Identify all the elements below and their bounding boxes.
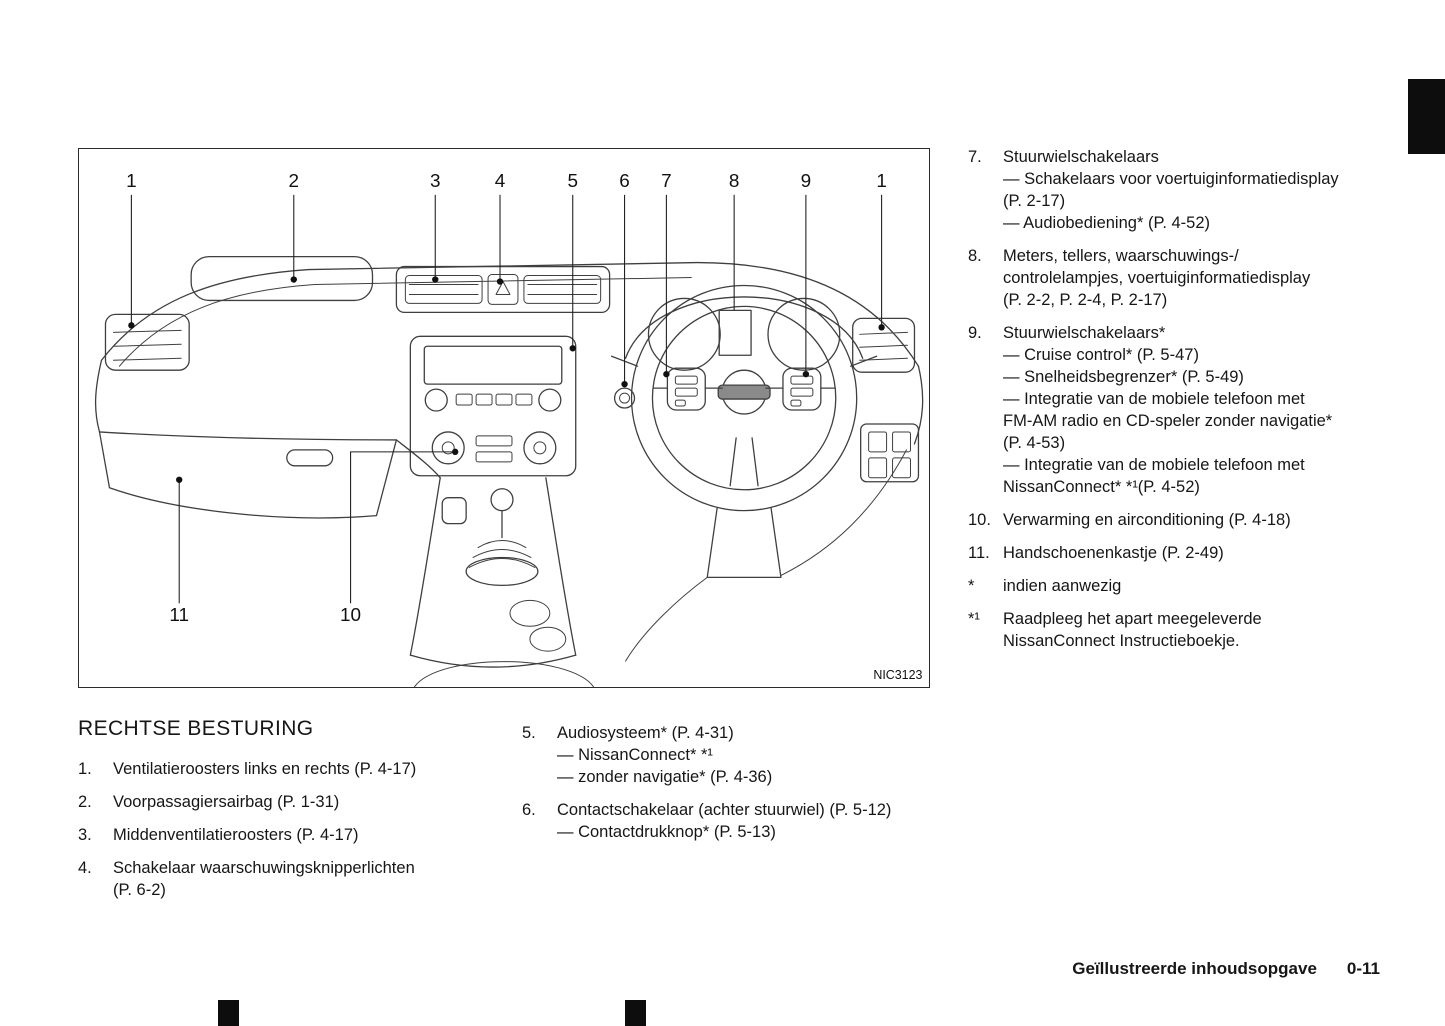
item-line: — Audiobediening* (P. 4-52) bbox=[1003, 214, 1211, 232]
item-text: Meters, tellers, waarschuwings-/ control… bbox=[1003, 245, 1392, 311]
figure-code: NIC3123 bbox=[873, 668, 922, 682]
item-line: Meters, tellers, waarschuwings-/ bbox=[1003, 247, 1239, 265]
section-title: RECHTSE BESTURING bbox=[78, 717, 314, 740]
item-number: 5. bbox=[522, 724, 536, 742]
page-footer: Geïllustreerde inhoudsopgave 0-11 bbox=[1072, 959, 1380, 979]
figure-callout-8: 8 bbox=[729, 171, 740, 192]
item-line: (P. 2-17) bbox=[1003, 192, 1066, 210]
middle-item-list: 5. Audiosysteem* (P. 4-31) — NissanConne… bbox=[522, 722, 952, 854]
item-line: (P. 4-53) bbox=[1003, 434, 1066, 452]
item-number: 4. bbox=[78, 859, 92, 877]
list-item: 2. Voorpassagiersairbag (P. 1-31) bbox=[78, 791, 514, 813]
item-number: 1. bbox=[78, 760, 92, 778]
item-line: NissanConnect* *¹(P. 4-52) bbox=[1003, 478, 1200, 496]
item-line: Audiosysteem* (P. 4-31) bbox=[557, 724, 734, 742]
footer-label: Geïllustreerde inhoudsopgave bbox=[1072, 959, 1317, 978]
list-item: 8. Meters, tellers, waarschuwings-/ cont… bbox=[968, 245, 1392, 311]
item-number: 3. bbox=[78, 826, 92, 844]
item-text: Audiosysteem* (P. 4-31) — NissanConnect*… bbox=[557, 722, 952, 788]
item-text: Contactschakelaar (achter stuurwiel) (P.… bbox=[557, 799, 952, 843]
list-item: 5. Audiosysteem* (P. 4-31) — NissanConne… bbox=[522, 722, 952, 788]
figure-callout-2: 2 bbox=[289, 171, 300, 192]
item-text: Handschoenenkastje (P. 2-49) bbox=[1003, 542, 1392, 564]
item-number: 8. bbox=[968, 247, 982, 265]
figure-callout-1-left: 1 bbox=[126, 171, 137, 192]
item-line: indien aanwezig bbox=[1003, 577, 1122, 595]
item-text: Stuurwielschakelaars — Schakelaars voor … bbox=[1003, 146, 1392, 234]
item-number: 2. bbox=[78, 793, 92, 811]
item-number: 9. bbox=[968, 324, 982, 342]
item-line: Ventilatieroosters links en rechts (P. 4… bbox=[113, 760, 417, 778]
figure-callout-9: 9 bbox=[801, 171, 812, 192]
list-item: * indien aanwezig bbox=[968, 575, 1392, 597]
item-line: Contactschakelaar (achter stuurwiel) (P.… bbox=[557, 801, 892, 819]
item-line: (P. 6-2) bbox=[113, 881, 166, 899]
dashboard-illustration: 1 2 3 4 5 6 7 8 9 1 11 10 NIC3123 bbox=[94, 171, 924, 687]
list-item: 1. Ventilatieroosters links en rechts (P… bbox=[78, 758, 514, 780]
item-text: Middenventilatieroosters (P. 4-17) bbox=[113, 824, 514, 846]
item-number: *¹ bbox=[968, 610, 980, 628]
item-line: — NissanConnect* *¹ bbox=[557, 746, 713, 764]
item-line: Raadpleeg het apart meegeleverde bbox=[1003, 610, 1262, 628]
figure-callout-5: 5 bbox=[567, 171, 578, 192]
item-text: Voorpassagiersairbag (P. 1-31) bbox=[113, 791, 514, 813]
item-line: — Integratie van de mobiele telefoon met bbox=[1003, 456, 1305, 474]
item-number: 7. bbox=[968, 148, 982, 166]
item-number: 10. bbox=[968, 511, 991, 529]
item-line: Stuurwielschakelaars bbox=[1003, 148, 1159, 166]
figure-callout-7: 7 bbox=[661, 171, 672, 192]
item-line: Verwarming en airconditioning (P. 4-18) bbox=[1003, 511, 1291, 529]
list-item: 9. Stuurwielschakelaars* — Cruise contro… bbox=[968, 322, 1392, 498]
figure-callout-10: 10 bbox=[340, 605, 361, 626]
figure-callout-1-right: 1 bbox=[876, 171, 887, 192]
item-line: controlelampjes, voertuiginformatiedispl… bbox=[1003, 269, 1311, 287]
item-text: Verwarming en airconditioning (P. 4-18) bbox=[1003, 509, 1392, 531]
footer-page-number: 0-11 bbox=[1346, 959, 1380, 978]
item-number: 6. bbox=[522, 801, 536, 819]
binding-mark bbox=[625, 1000, 646, 1026]
item-line: (P. 2-2, P. 2-4, P. 2-17) bbox=[1003, 291, 1168, 309]
chapter-tab-marker bbox=[1408, 79, 1445, 154]
figure-callout-6: 6 bbox=[619, 171, 630, 192]
figure-callout-4: 4 bbox=[495, 171, 506, 192]
list-item: 10. Verwarming en airconditioning (P. 4-… bbox=[968, 509, 1392, 531]
item-line: Stuurwielschakelaars* bbox=[1003, 324, 1166, 342]
list-item: 4. Schakelaar waarschuwingsknipperlichte… bbox=[78, 857, 514, 901]
item-line: — Schakelaars voor voertuiginformatiedis… bbox=[1003, 170, 1339, 188]
figure-box: 1 2 3 4 5 6 7 8 9 1 11 10 NIC3123 bbox=[78, 148, 930, 688]
item-line: — Contactdrukknop* (P. 5-13) bbox=[557, 823, 776, 841]
item-line: Schakelaar waarschuwingsknipperlichten bbox=[113, 859, 415, 877]
item-line: — Cruise control* (P. 5-47) bbox=[1003, 346, 1199, 364]
list-item: 6. Contactschakelaar (achter stuurwiel) … bbox=[522, 799, 952, 843]
list-item: 7. Stuurwielschakelaars — Schakelaars vo… bbox=[968, 146, 1392, 234]
item-text: indien aanwezig bbox=[1003, 575, 1392, 597]
item-line: Handschoenenkastje (P. 2-49) bbox=[1003, 544, 1224, 562]
binding-mark bbox=[218, 1000, 239, 1026]
item-line: — Snelheidsbegrenzer* (P. 5-49) bbox=[1003, 368, 1244, 386]
item-line: — Integratie van de mobiele telefoon met bbox=[1003, 390, 1305, 408]
item-text: Stuurwielschakelaars* — Cruise control* … bbox=[1003, 322, 1392, 498]
list-item: 11. Handschoenenkastje (P. 2-49) bbox=[968, 542, 1392, 564]
figure-callout-11: 11 bbox=[169, 605, 189, 626]
item-number: 11. bbox=[968, 544, 990, 562]
item-line: Voorpassagiersairbag (P. 1-31) bbox=[113, 793, 340, 811]
item-text: Ventilatieroosters links en rechts (P. 4… bbox=[113, 758, 514, 780]
item-text: Schakelaar waarschuwingsknipperlichten (… bbox=[113, 857, 514, 901]
figure-callout-3: 3 bbox=[430, 171, 441, 192]
list-item: 3. Middenventilatieroosters (P. 4-17) bbox=[78, 824, 514, 846]
item-line: — zonder navigatie* (P. 4-36) bbox=[557, 768, 773, 786]
left-item-list: RECHTSE BESTURING 1. Ventilatieroosters … bbox=[78, 716, 514, 912]
item-line: Middenventilatieroosters (P. 4-17) bbox=[113, 826, 359, 844]
item-text: Raadpleeg het apart meegeleverde NissanC… bbox=[1003, 608, 1392, 652]
right-item-list: 7. Stuurwielschakelaars — Schakelaars vo… bbox=[968, 146, 1392, 663]
item-line: FM-AM radio en CD-speler zonder navigati… bbox=[1003, 412, 1333, 430]
item-line: NissanConnect Instructieboekje. bbox=[1003, 632, 1240, 650]
list-item: *¹ Raadpleeg het apart meegeleverde Niss… bbox=[968, 608, 1392, 652]
item-number: * bbox=[968, 577, 975, 595]
